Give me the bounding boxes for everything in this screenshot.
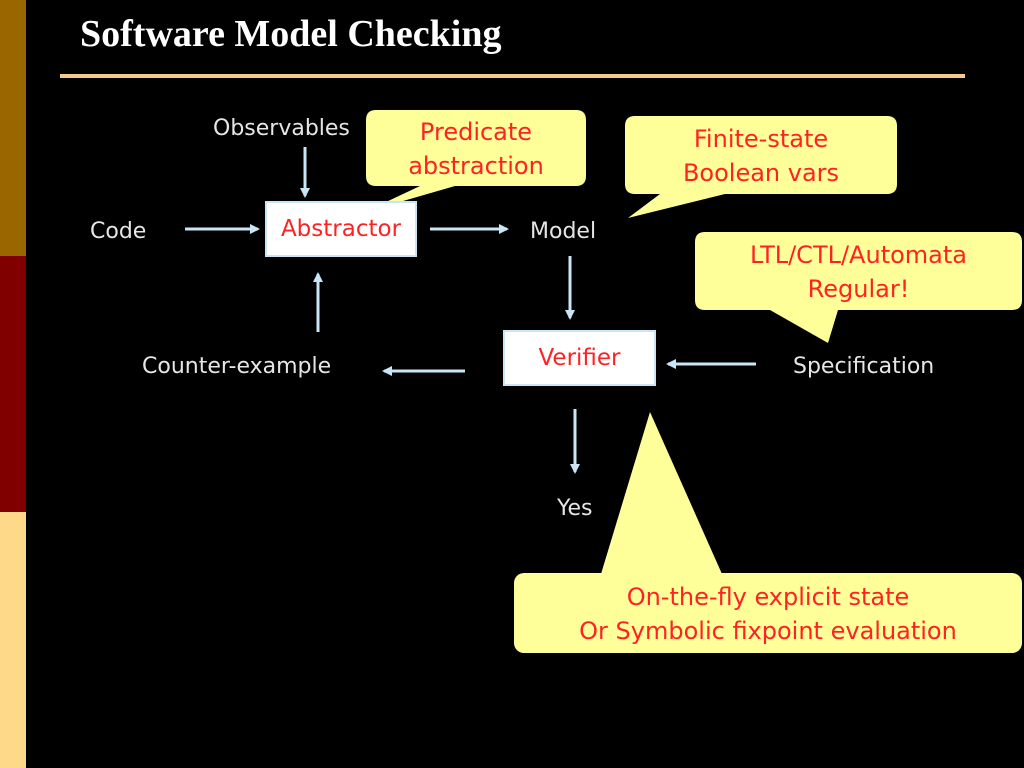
verifier-label: Verifier xyxy=(538,345,621,371)
callout-on-the-fly-line1: On-the-fly explicit state xyxy=(626,583,910,611)
callout-finite-state-text: Finite-state Boolean vars xyxy=(625,122,897,190)
callout-finite-state-line2: Boolean vars xyxy=(682,159,840,187)
specification-label: Specification xyxy=(793,354,935,379)
callout-predicate-line1: Predicate xyxy=(419,118,533,146)
observables-label: Observables xyxy=(213,116,350,141)
callout-on-the-fly-line2: Or Symbolic fixpoint evaluation xyxy=(579,617,957,645)
callout-predicate-line2: abstraction xyxy=(408,152,544,180)
callout-on-the-fly-text: On-the-fly explicit state Or Symbolic fi… xyxy=(514,580,1022,648)
code-label: Code xyxy=(90,219,147,244)
model-label: Model xyxy=(530,219,597,244)
title-underline xyxy=(60,74,965,78)
callout-ltl-ctl xyxy=(695,232,1022,343)
side-bar-top xyxy=(0,0,26,256)
counter-example-label: Counter-example xyxy=(142,354,332,379)
callout-ltl-line1: LTL/CTL/Automata xyxy=(750,241,967,269)
callout-predicate-text: Predicate abstraction xyxy=(366,115,586,183)
side-bar-bottom xyxy=(0,512,26,768)
side-bar-middle xyxy=(0,256,26,512)
callout-finite-state-line1: Finite-state xyxy=(693,125,829,153)
callout-predicate-abstraction xyxy=(365,110,586,212)
callout-finite-state xyxy=(625,116,897,218)
abstractor-box: Abstractor xyxy=(265,201,417,257)
callout-ltl-text: LTL/CTL/Automata Regular! xyxy=(695,238,1022,306)
slide-title: Software Model Checking xyxy=(80,13,502,55)
callout-on-the-fly xyxy=(514,412,1022,653)
abstractor-label: Abstractor xyxy=(280,216,402,242)
callout-ltl-line2: Regular! xyxy=(807,275,910,303)
verifier-box: Verifier xyxy=(503,330,656,386)
yes-label: Yes xyxy=(557,496,593,521)
